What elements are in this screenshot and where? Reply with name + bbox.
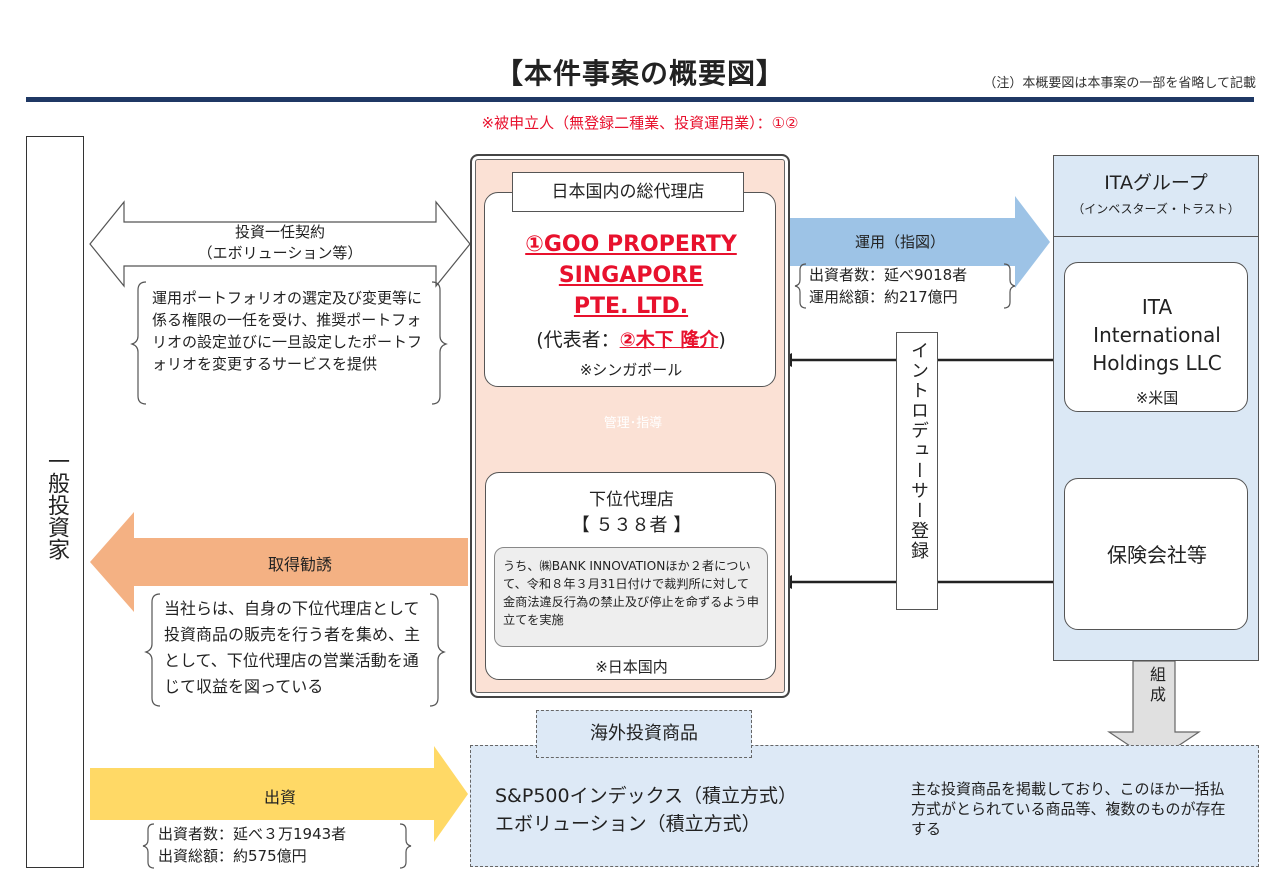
ita-group-header: ITAグループ （インベスターズ・トラスト） bbox=[1054, 156, 1258, 237]
title-rule bbox=[26, 97, 1254, 102]
product-item-1: S&P500インデックス（積立方式） bbox=[495, 785, 798, 807]
general-agent-name-line1: ①GOO PROPERTY bbox=[525, 232, 737, 257]
general-investor-box: 一般投資家 bbox=[26, 136, 84, 868]
introducer-box: イントロデューサー登録 bbox=[896, 332, 938, 610]
respondent-note: ※被申立人（無登録二種業、投資運用業）：①② bbox=[481, 114, 799, 132]
sub-agent-count: 【 ５３８者 】 bbox=[571, 515, 692, 536]
general-agent-representative: (代表者：②木下 隆介) bbox=[485, 325, 777, 352]
sub-agent-label: 下位代理店 bbox=[589, 490, 674, 510]
contract-desc-bracket-left bbox=[130, 281, 147, 405]
operation-investors-count: 出資者数：延べ9018者 bbox=[809, 266, 968, 284]
ita-holdings-line1: ITA bbox=[1141, 295, 1173, 319]
general-agent-label: 日本国内の総代理店 bbox=[512, 172, 744, 212]
general-agent-name-line3: PTE. LTD. bbox=[573, 294, 689, 319]
contract-description: 運用ポートフォリオの選定及び変更等に係る権限の一任を受け、推奨ポートフォリオの設… bbox=[152, 289, 423, 373]
management-label: 管理･指導 bbox=[603, 416, 663, 431]
overseas-products-box: S&P500インデックス（積立方式） エボリューション（積立方式） 主な投資商品… bbox=[470, 745, 1259, 867]
products-description: 主な投資商品を掲載しており、このほか一括払方式がとられている商品等、複数のものが… bbox=[911, 780, 1226, 838]
sub-agent-location: ※日本国内 bbox=[595, 658, 668, 676]
invest-bracket-right bbox=[399, 823, 412, 869]
products-list: S&P500インデックス（積立方式） エボリューション（積立方式） bbox=[495, 782, 895, 838]
ita-holdings-name: ITA International Holdings LLC bbox=[1065, 293, 1249, 377]
product-item-2: エボリューション（積立方式） bbox=[495, 813, 761, 835]
page-note: （注）本概要図は本事案の一部を省略して記載 bbox=[983, 76, 1256, 91]
invest-bracket-left bbox=[142, 823, 155, 869]
operation-label: 運用（指図） bbox=[854, 233, 945, 251]
rep-suffix: ) bbox=[718, 329, 726, 351]
operation-total-amount: 運用総額：約217億円 bbox=[809, 288, 958, 306]
rep-name: ②木下 隆介 bbox=[619, 329, 719, 351]
composition-label: 組成 bbox=[1147, 666, 1166, 706]
contract-label: 投資一任契約 bbox=[234, 223, 325, 241]
general-agent-name-line2: SINGAPORE bbox=[558, 263, 704, 288]
investment-investors-count: 出資者数：延べ３万1943者 bbox=[158, 825, 347, 843]
investment-label: 出資 bbox=[263, 788, 296, 807]
ita-holdings-line3: Holdings LLC bbox=[1092, 351, 1222, 375]
introducer-label: イントロデューサー登録 bbox=[908, 341, 929, 561]
investment-arrow bbox=[90, 746, 468, 842]
overseas-products-label: 海外投資商品 bbox=[536, 710, 752, 758]
ita-holdings-location: ※米国 bbox=[1135, 389, 1179, 407]
general-agent-box: ①GOO PROPERTY SINGAPORE PTE. LTD. (代表者：②… bbox=[484, 192, 776, 387]
rep-prefix: (代表者： bbox=[536, 329, 620, 351]
investment-total-amount: 出資総額：約575億円 bbox=[158, 847, 307, 865]
solicitation-label: 取得勧誘 bbox=[267, 555, 332, 574]
insurance-box: 保険会社等 bbox=[1064, 478, 1248, 630]
general-agent-location: ※シンガポール bbox=[579, 361, 683, 379]
sub-agent-note: うち、㈱BANK INNOVATIONほか２者について、令和８年３月31日付けで… bbox=[494, 547, 768, 647]
operation-bracket-right bbox=[1003, 263, 1016, 309]
solicit-desc-bracket-left bbox=[144, 593, 161, 707]
ita-group-sub: （インベスターズ・トラスト） bbox=[1072, 202, 1240, 216]
ita-group-label: ITAグループ bbox=[1104, 172, 1208, 194]
contract-sub-label: （エボリューション等） bbox=[197, 244, 363, 262]
solicitation-description: 当社らは、自身の下位代理店として投資商品の販売を行う者を集め、主として、下位代理… bbox=[164, 599, 421, 696]
solicitation-arrow bbox=[90, 512, 468, 612]
insurance-label: 保険会社等 bbox=[1107, 543, 1207, 567]
solicit-desc-bracket-right bbox=[429, 593, 446, 707]
ita-holdings-line2: International bbox=[1093, 323, 1221, 347]
general-investor-label: 一般投資家 bbox=[44, 450, 69, 560]
operation-bracket-left bbox=[794, 263, 807, 309]
page-title: 【本件事案の概要図】 bbox=[494, 57, 785, 90]
investment-figures: 出資者数：延べ３万1943者 出資総額：約575億円 bbox=[158, 823, 408, 867]
contract-label-box: 投資一任契約 （エボリューション等） bbox=[130, 222, 430, 264]
contract-desc-bracket-right bbox=[431, 281, 448, 405]
operation-figures: 出資者数：延べ9018者 運用総額：約217億円 bbox=[809, 264, 1009, 308]
sub-agent-box: 下位代理店 【 ５３８者 】 うち、㈱BANK INNOVATIONほか２者につ… bbox=[485, 472, 776, 680]
operation-arrow bbox=[780, 196, 1050, 288]
general-agent-name: ①GOO PROPERTY SINGAPORE PTE. LTD. bbox=[485, 229, 777, 322]
ita-holdings-box: ITA International Holdings LLC ※米国 bbox=[1064, 262, 1248, 412]
